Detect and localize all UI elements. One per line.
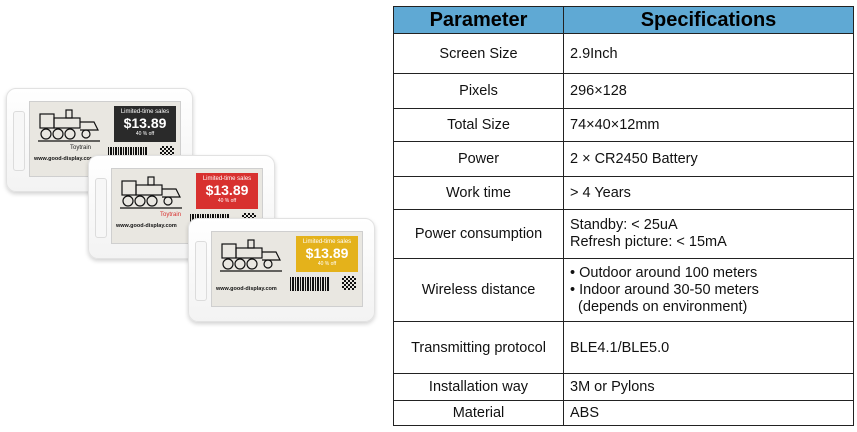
table-row: Screen Size 2.9Inch (393, 33, 854, 74)
value-line: • Indoor around 30-50 meters (570, 281, 759, 298)
qr-code-icon (342, 276, 356, 290)
train-icon (120, 176, 182, 209)
discount: 40 % off (217, 198, 237, 204)
value-line: • Outdoor around 100 meters (570, 264, 758, 281)
train-icon (220, 239, 282, 272)
table-row: Total Size 74×40×12mm (393, 108, 854, 142)
promo-label: Limited-time sales (302, 239, 352, 245)
param-cell: Material (393, 400, 564, 426)
table-row: Power consumption Standby: < 25uA Refres… (393, 209, 854, 259)
train-icon (38, 109, 100, 142)
param-cell: Transmitting protocol (393, 321, 564, 374)
tag-slot (13, 111, 25, 171)
table-header-row: Parameter Specifications (393, 6, 854, 34)
param-cell: Work time (393, 176, 564, 210)
table-row: Work time > 4 Years (393, 176, 854, 210)
table-row: Installation way 3M or Pylons (393, 373, 854, 401)
price: $13.89 (205, 182, 249, 198)
param-cell: Screen Size (393, 33, 564, 74)
table-row: Power 2 × CR2450 Battery (393, 141, 854, 177)
value-cell: • Outdoor around 100 meters • Indoor aro… (563, 258, 854, 322)
table-row: Pixels 296×128 (393, 73, 854, 109)
value-cell: 3M or Pylons (563, 373, 854, 401)
value-line: Refresh picture: < 15mA (570, 234, 727, 250)
price: $13.89 (123, 115, 167, 131)
product-name: Toytrain (160, 212, 182, 218)
value-cell: 2 × CR2450 Battery (563, 141, 854, 177)
price: $13.89 (305, 245, 349, 261)
product-name: Toytrain (70, 145, 92, 151)
product-url: www.good-display.com (216, 286, 277, 292)
value-cell: 296×128 (563, 73, 854, 109)
value-cell: BLE4.1/BLE5.0 (563, 321, 854, 374)
value-cell: > 4 Years (563, 176, 854, 210)
value-cell: Standby: < 25uA Refresh picture: < 15mA (563, 209, 854, 259)
tag-screen: Limited-time sales $13.89 40 % off Toytr… (111, 168, 263, 244)
price-box: Limited-time sales $13.89 40 % off (114, 106, 176, 142)
promo-label: Limited-time sales (120, 109, 170, 115)
param-cell: Power (393, 141, 564, 177)
table-row: Transmitting protocol BLE4.1/BLE5.0 (393, 321, 854, 374)
value-line: (depends on environment) (570, 298, 748, 315)
product-url: www.good-display.com (34, 156, 95, 162)
discount: 40 % off (135, 131, 155, 137)
barcode-icon (290, 277, 330, 291)
param-cell: Wireless distance (393, 258, 564, 322)
value-cell: 74×40×12mm (563, 108, 854, 142)
header-specifications: Specifications (563, 6, 854, 34)
table-row: Wireless distance • Outdoor around 100 m… (393, 258, 854, 322)
param-cell: Pixels (393, 73, 564, 109)
param-cell: Total Size (393, 108, 564, 142)
param-cell: Installation way (393, 373, 564, 401)
tag-slot (195, 241, 207, 301)
tag-slot (95, 178, 107, 238)
spec-table: Parameter Specifications Screen Size 2.9… (393, 6, 854, 426)
product-image: Limited-time sales $13.89 40 % off Toytr… (0, 0, 380, 432)
tag-screen: Limited-time sales $13.89 40 % off www.g… (211, 231, 363, 307)
price-tag-red: Limited-time sales $13.89 40 % off Toytr… (88, 155, 275, 259)
value-cell: ABS (563, 400, 854, 426)
table-row: Material ABS (393, 400, 854, 426)
product-url: www.good-display.com (116, 223, 177, 229)
value-line: Standby: < 25uA (570, 217, 678, 233)
promo-label: Limited-time sales (202, 176, 252, 182)
header-parameter: Parameter (393, 6, 564, 34)
param-cell: Power consumption (393, 209, 564, 259)
price-box: Limited-time sales $13.89 40 % off (296, 236, 358, 272)
price-box: Limited-time sales $13.89 40 % off (196, 173, 258, 209)
discount: 40 % off (317, 261, 337, 267)
price-tag-yellow: Limited-time sales $13.89 40 % off www.g… (188, 218, 375, 322)
value-cell: 2.9Inch (563, 33, 854, 74)
